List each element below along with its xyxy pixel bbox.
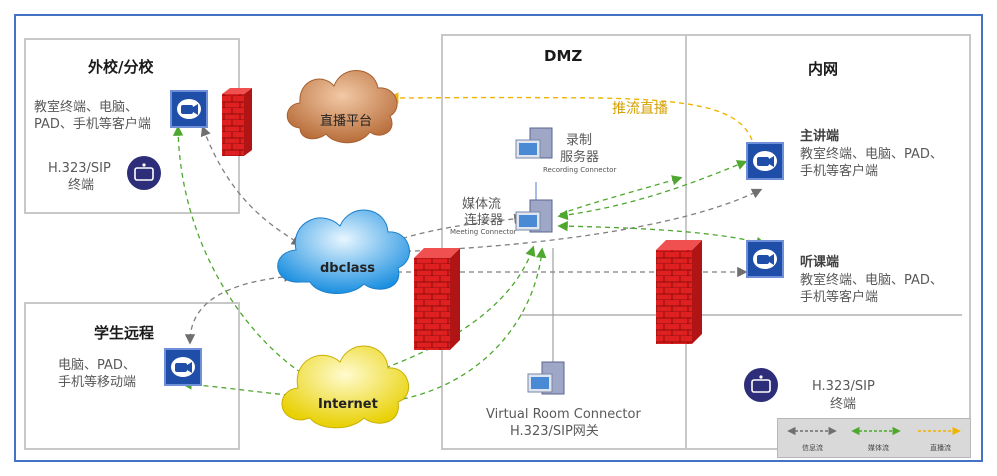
firewall-icon [222,88,252,156]
cloud-icon [277,209,410,295]
zone-student-remote [24,302,240,450]
signal-flow-external [200,125,303,246]
presenter-text-1: 教室终端、电脑、PAD、 [800,147,943,162]
zoom-client-icon [746,142,784,180]
student-text-2: 手机等移动端 [58,375,137,390]
zone-title-external: 外校/分校 [88,58,154,76]
intranet-h323-text-2: 终端 [830,397,857,412]
external-client-text-2: PAD、手机等客户端 [34,117,151,132]
live-push-flow [387,92,753,141]
zone-title-dmz: DMZ [544,47,583,65]
media-flow-listener [557,220,767,247]
cloud-icon [281,345,409,429]
vrc-label-2: H.323/SIP网关 [510,424,599,439]
external-h323-text-1: H.323/SIP [48,161,111,176]
h323-terminal-icon [744,368,778,402]
zone-title-intranet: 内网 [808,60,839,78]
recording-label-1: 录制 [566,133,593,148]
signal-flow-student [184,271,295,345]
listener-title: 听课端 [800,255,840,270]
push-live-label: 推流直播 [612,101,668,117]
dbclass-label: dbclass [320,261,376,276]
listener-text-2: 手机等客户端 [800,290,879,305]
server-icon [515,199,553,233]
internet-label: Internet [318,397,378,412]
student-text-1: 电脑、PAD、 [58,358,136,373]
zone-title-student: 学生远程 [94,324,155,342]
h323-terminal-icon [127,156,161,190]
legend: 信息流 媒体流 直播流 [777,418,971,458]
external-client-text-1: 教室终端、电脑、 [34,100,139,115]
media-flow-presenter [557,160,748,221]
listener-text-1: 教室终端、电脑、PAD、 [800,273,943,288]
media-connector-label-2: 连接器 [464,213,504,228]
media-flow-external [172,125,301,373]
firewall-icon [414,248,460,350]
server-icon [515,127,553,159]
live-platform-label: 直播平台 [320,114,373,129]
legend-signal-label: 信息流 [802,444,823,452]
recording-label-2: 服务器 [560,150,600,165]
media-connector-en-label: Meeting Connector [450,228,517,236]
diagram-frame [14,14,983,462]
zoom-client-icon [170,90,208,128]
firewall-icon [656,240,702,344]
media-flow-internet-2 [384,247,547,403]
recording-en-label: Recording Connector [543,166,617,174]
zoom-client-icon [746,240,784,278]
external-h323-text-2: 终端 [68,178,95,193]
media-flow-internet-1 [384,245,536,369]
vrc-label-1: Virtual Room Connector [486,407,641,422]
zoom-client-icon [164,348,202,386]
legend-live-label: 直播流 [930,444,951,452]
presenter-text-2: 手机等客户端 [800,164,879,179]
media-connector-label-1: 媒体流 [462,197,502,212]
server-icon [527,361,565,395]
cloud-icon [286,70,398,144]
legend-media-label: 媒体流 [868,444,889,452]
intranet-h323-text-1: H.323/SIP [812,379,875,394]
media-flow-recording [559,175,683,215]
presenter-title: 主讲端 [800,129,840,144]
